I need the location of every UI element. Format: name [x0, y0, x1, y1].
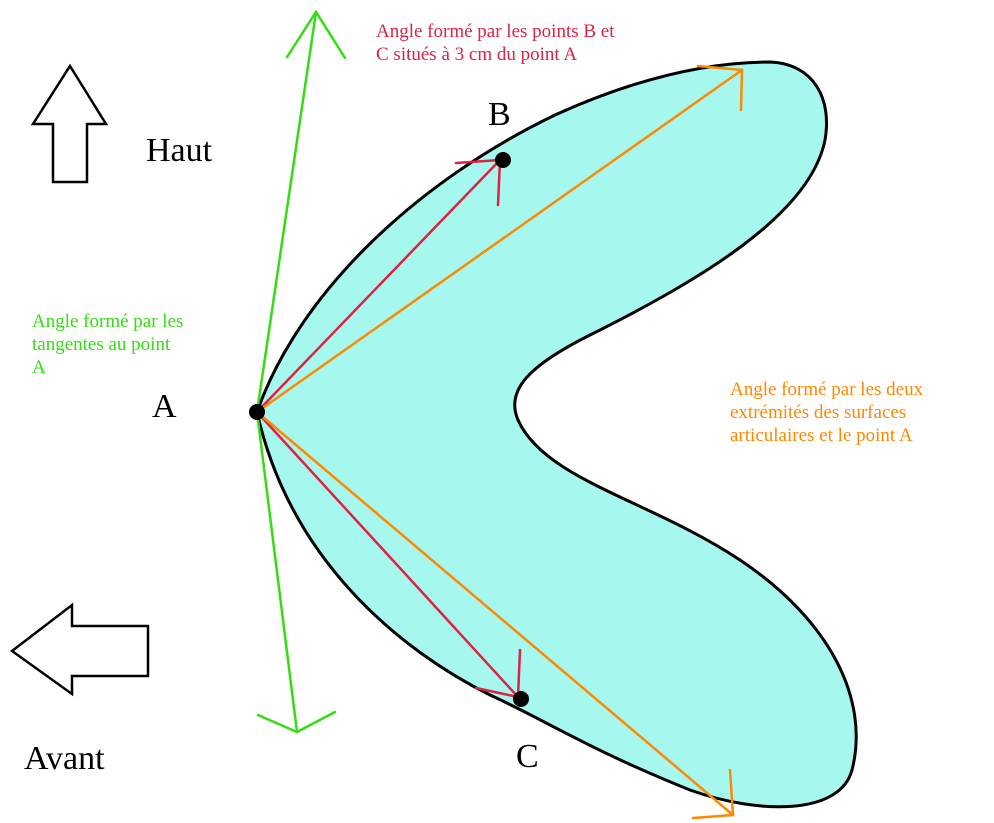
articular-surface-shape — [255, 60, 858, 809]
vector-a-to-c — [255, 410, 520, 699]
vector-a-to-upper-extremity — [255, 68, 744, 414]
note-green-line-1: Angle formé par les — [32, 311, 184, 332]
point-c-dot — [513, 691, 529, 707]
note-green-line-2: tangentes au point — [32, 334, 171, 356]
tangent-line-lower — [255, 410, 299, 734]
vector-a-to-lower-extremity — [255, 410, 735, 817]
note-orange-line-1: Angle formé par les deux — [730, 379, 924, 400]
arrowhead-lower-extremity — [691, 768, 735, 820]
label-haut: Haut — [146, 132, 213, 169]
arrow-up-outline-icon — [30, 63, 109, 184]
extremity-vectors — [255, 64, 744, 820]
tangent-arrowhead-upper — [285, 9, 347, 60]
note-green-line-3: A — [32, 357, 46, 379]
tangent-line-upper — [255, 10, 318, 414]
tangent-lines — [255, 9, 347, 734]
tangent-arrowhead-lower — [256, 710, 337, 734]
arrow-left-outline-icon — [9, 602, 150, 697]
point-b-dot — [495, 152, 511, 168]
note-orange-extremity-angle: Angle formé par les deux extrémités des … — [730, 378, 923, 448]
label-avant: Avant — [24, 740, 105, 777]
vector-a-to-b — [255, 158, 502, 414]
label-point-b: B — [488, 96, 511, 133]
arrowhead-upper-extremity — [696, 64, 744, 112]
note-orange-line-2: extrémités des surfaces — [730, 402, 907, 424]
label-point-c: C — [516, 738, 539, 775]
note-orange-line-3: articulaires et le point A — [730, 425, 913, 447]
note-red-line-2: C situés à 3 cm du point A — [376, 44, 578, 66]
note-green-tangent-angle: Angle formé par les tangentes au point A — [32, 310, 183, 380]
note-red-points-angle: Angle formé par les points B et C situés… — [376, 20, 615, 66]
point-a-dot — [249, 404, 265, 420]
label-point-a: A — [152, 388, 177, 425]
note-red-line-1: Angle formé par les points B et — [376, 21, 615, 42]
